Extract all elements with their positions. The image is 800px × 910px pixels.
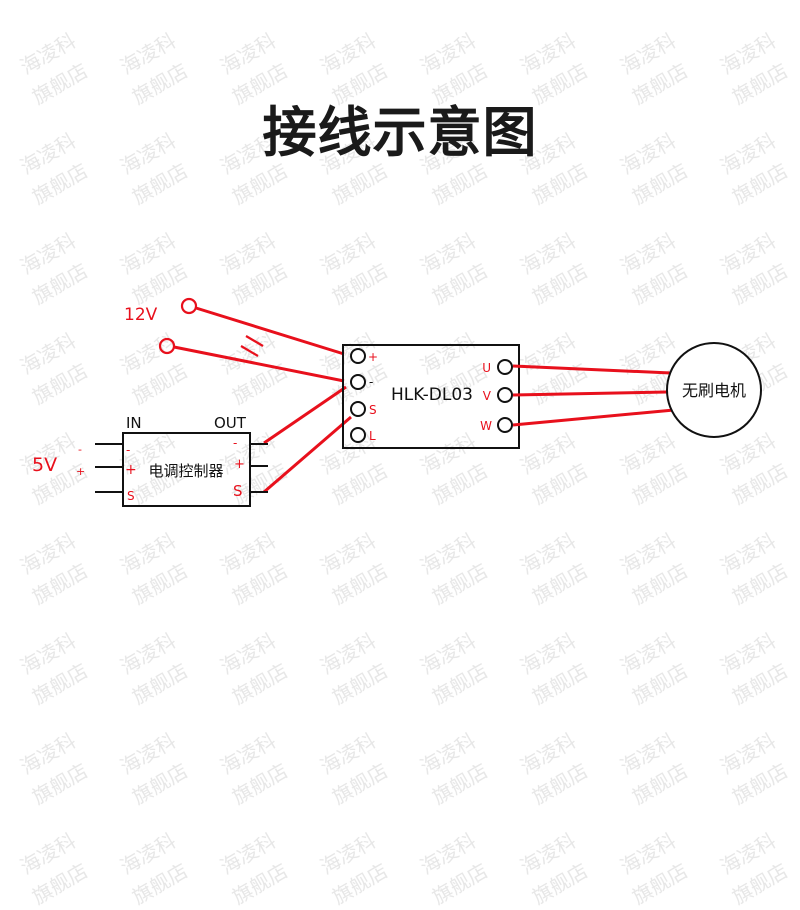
driver-terminal-u [497, 359, 513, 375]
esc-controller: IN OUT 电调控制器 - + S - + S [95, 414, 268, 507]
watermark-text: 海凌科 [316, 828, 380, 880]
supply-positive-mark: + [76, 465, 85, 478]
watermark-text: 旗舰店 [628, 858, 692, 910]
motor-circle [666, 342, 762, 438]
esc-name: 电调控制器 [148, 462, 223, 480]
watermark-text: 海凌科 [416, 828, 480, 880]
driver-pin-label: W [480, 419, 492, 433]
esc-out-pin-label: S [233, 482, 243, 500]
watermark-text: 旗舰店 [28, 858, 92, 910]
driver-pin-label: S [369, 403, 377, 417]
motor: 无刷电机 [666, 342, 762, 438]
watermark-text: 海凌科 [16, 828, 80, 880]
watermark-text: 旗舰店 [528, 858, 592, 910]
esc-box [122, 432, 251, 507]
driver-pin-label: L [369, 429, 376, 443]
wire-esc-negative [263, 385, 347, 445]
power-terminal-negative [158, 337, 176, 355]
wiring-diagram: 12V HLK-DL03 + - S L U V W [32, 297, 762, 507]
watermark-text: 旗舰店 [328, 858, 392, 910]
battery-symbol [245, 335, 264, 347]
esc-wires [263, 385, 352, 494]
driver-box [342, 344, 520, 449]
driver-pin-label: U [482, 361, 491, 375]
esc-in-pin-label: S [127, 489, 135, 503]
driver-terminal-w [497, 417, 513, 433]
esc-in-label: IN [126, 414, 142, 432]
driver-pin-label: + [368, 350, 378, 364]
driver-name: HLK-DL03 [391, 385, 473, 405]
esc-in-pin-label: - [126, 443, 130, 457]
power-supply: 12V [124, 297, 264, 357]
esc-out-pin-label: + [234, 457, 245, 472]
driver-terminal-l [350, 427, 366, 443]
esc-out-label: OUT [214, 414, 247, 432]
supply-5v-label: 5V [32, 454, 57, 476]
watermark-text: 旗舰店 [428, 858, 492, 910]
driver-terminal-negative [350, 374, 366, 390]
motor-name: 无刷电机 [682, 381, 746, 400]
driver-pin-label: - [369, 375, 373, 389]
wire-w [512, 408, 675, 427]
esc-in-pin-label: + [125, 462, 137, 478]
power-terminal-positive [180, 297, 198, 315]
driver-terminal-s [350, 401, 366, 417]
watermark-text: 旗舰店 [228, 858, 292, 910]
wire-v [512, 390, 668, 397]
driver-pin-label: V [483, 389, 492, 403]
driver-terminal-v [497, 387, 513, 403]
motor-wires [512, 364, 675, 427]
esc-supply: 5V - + [32, 443, 85, 478]
wire-12v-negative [173, 345, 345, 383]
supply-negative-mark: - [78, 443, 82, 456]
watermark-text: 海凌科 [216, 828, 280, 880]
wire-u [512, 364, 672, 375]
battery-symbol [240, 345, 259, 357]
power-wires [173, 306, 345, 383]
driver-terminal-positive [350, 348, 366, 364]
wire-12v-positive [195, 306, 345, 356]
esc-out-pin-label: - [233, 436, 237, 450]
watermark-text: 海凌科 [116, 828, 180, 880]
page-title: 接线示意图 [262, 101, 538, 164]
watermark-text: 旗舰店 [728, 858, 792, 910]
power-supply-label: 12V [124, 305, 158, 325]
watermark-text: 海凌科 [516, 828, 580, 880]
watermark-text: 旗舰店 [128, 858, 192, 910]
wire-esc-signal [263, 415, 352, 494]
driver-module: HLK-DL03 + - S L U V W [342, 344, 520, 449]
watermark-text: 海凌科 [716, 828, 780, 880]
watermark-text: 海凌科 [616, 828, 680, 880]
